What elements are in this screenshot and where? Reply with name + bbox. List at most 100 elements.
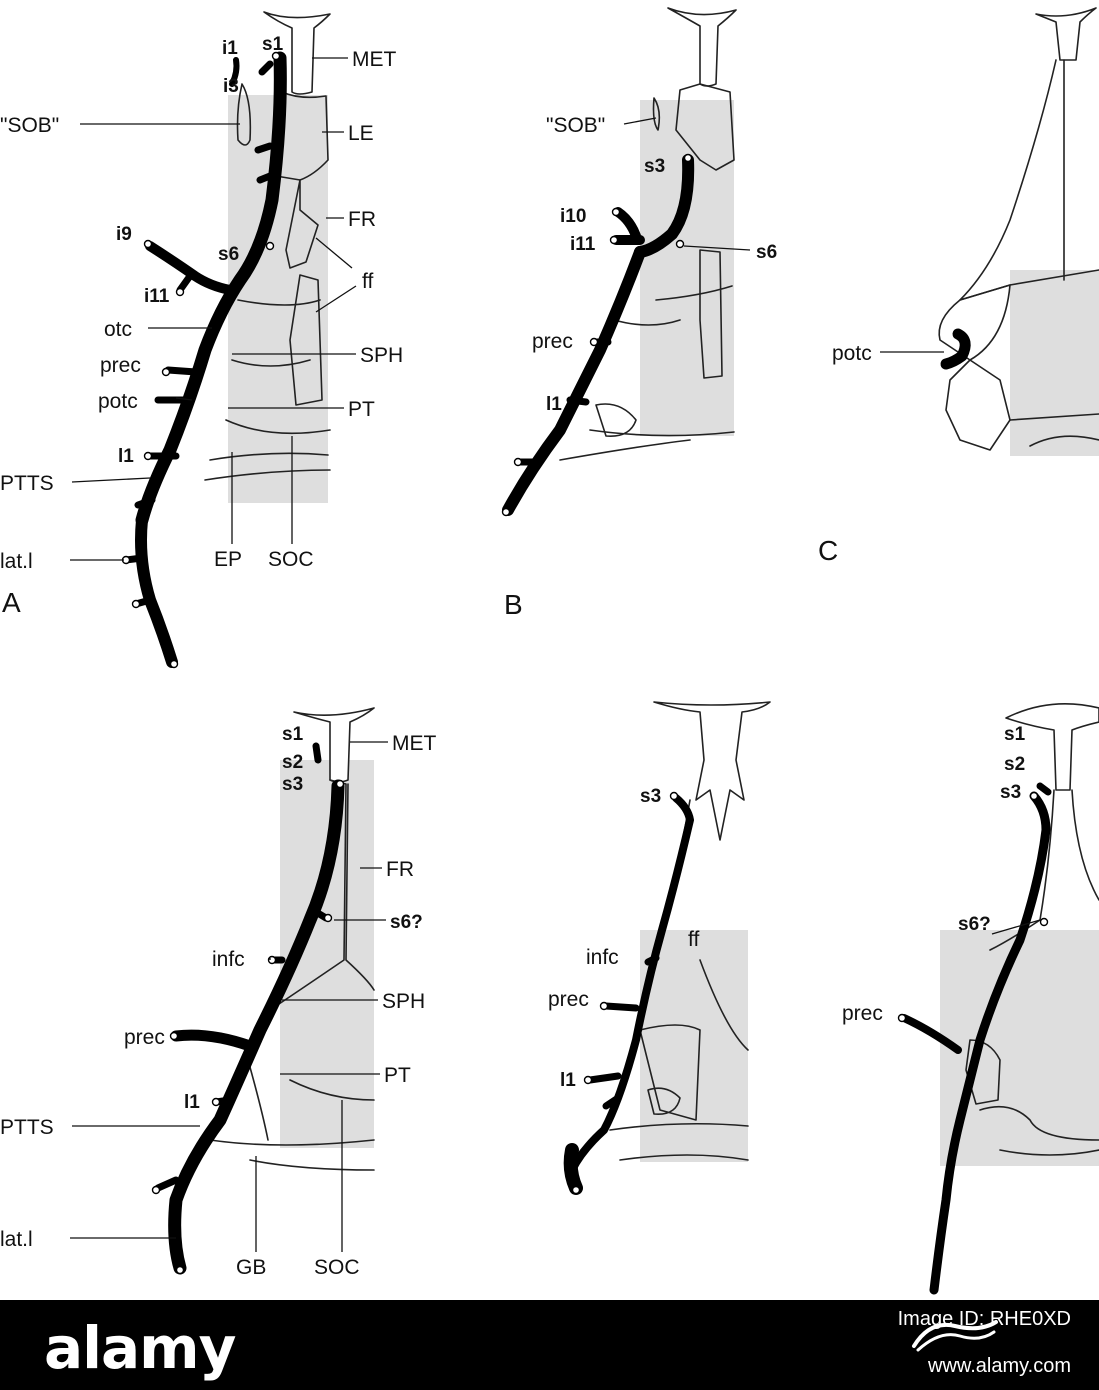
label-ptts-d: PTTS: [0, 1116, 54, 1139]
panel-e-pore: [571, 1185, 581, 1195]
panel-f-main-canal: [929, 791, 1051, 1295]
panel-a-pore: [161, 367, 171, 377]
panel-e-mesethmoid: [653, 701, 771, 841]
panel-e-main-canal: [568, 794, 694, 1174]
panel-f-pore: [1039, 917, 1049, 927]
panel-e-sphenotic: [639, 1024, 701, 1121]
label-s3-f: s3: [1000, 782, 1021, 803]
panel-b-leader-s6: [683, 245, 751, 251]
label-prec-d: prec: [124, 1026, 165, 1049]
alamy-logo-icon: [912, 1320, 998, 1352]
panel-a-canal-tubules: [122, 60, 274, 608]
panel-e-canal-tubules: [586, 954, 660, 1110]
label-soc-d: SOC: [314, 1256, 360, 1279]
panel-f-shading: [940, 930, 1099, 1166]
panel-a-pore: [169, 659, 179, 669]
label-s2-d: s2: [282, 752, 303, 773]
panel-d-canal-tubules: [154, 908, 330, 1192]
label-sph: SPH: [360, 344, 403, 367]
panel-a-supraorbital-canal: [135, 51, 287, 527]
label-otc: otc: [104, 318, 132, 341]
panel-d-pore: [335, 779, 345, 789]
panel-a-leader-potc: [175, 397, 193, 401]
panel-c-mesethmoid: [1035, 7, 1097, 61]
panel-d-main-canal: [168, 779, 345, 1275]
panel-d-suture-lines: [209, 1139, 375, 1171]
panel-b-mesethmoid: [667, 7, 737, 87]
label-i10-b: i10: [560, 206, 586, 227]
label-pt-d: PT: [384, 1064, 411, 1087]
panel-c-sphenotic: [938, 284, 1011, 361]
panel-a-lateral-ethmoid: [275, 91, 329, 181]
label-potc: potc: [98, 390, 138, 413]
label-i11: i11: [144, 286, 170, 307]
panel-b-leader-sob: [623, 117, 657, 125]
label-latl-d: lat.l: [0, 1228, 33, 1251]
panel-b-supraorbital: [652, 97, 661, 131]
label-prec-e: prec: [548, 988, 589, 1011]
label-gb-d: GB: [236, 1256, 266, 1279]
panel-e-pore: [583, 1075, 593, 1085]
panel-e-pterotic: [647, 1087, 681, 1115]
label-fr: FR: [348, 208, 376, 231]
panel-b-pore: [513, 457, 523, 467]
panel-d-drawing: s1 s2 s3 MET FR s6? infc SPH prec PT l1 …: [0, 707, 437, 1279]
panel-a-pore: [175, 287, 185, 297]
panel-a-leader-ff1: [315, 237, 353, 269]
panel-b-frontal-fenestra: [699, 249, 723, 379]
figure-plate: i1 i3 s1 MET LE "SOB" FR i9 s6 ff i11 ot…: [0, 7, 1099, 1295]
label-s1: s1: [262, 34, 284, 55]
panel-f-suture-lines: [979, 1105, 1099, 1156]
label-sob-b: "SOB": [546, 114, 605, 137]
panel-d-mesethmoid: [293, 707, 375, 783]
panel-a-supraorbital: [236, 83, 252, 146]
label-s1-d: s1: [282, 724, 304, 745]
panel-f-preopercular-branch: [900, 1014, 962, 1054]
label-sob: "SOB": [0, 114, 59, 137]
alamy-wordmark: alamy: [44, 1314, 236, 1382]
label-prec-f: prec: [842, 1002, 883, 1025]
label-pt: PT: [348, 398, 375, 421]
panel-label-a: A: [2, 587, 21, 618]
label-i3: i3: [223, 76, 239, 97]
panel-a-lateral-line: [135, 514, 178, 668]
label-s6: s6: [218, 244, 239, 265]
panel-a-suture-lines: [204, 299, 331, 481]
panel-c-suture-lines: [1009, 413, 1099, 447]
label-i11-b: i11: [570, 234, 596, 255]
panel-b-pterotic: [595, 403, 637, 437]
label-l1-d: l1: [184, 1092, 200, 1113]
panel-f-leader-s6q: [991, 919, 1041, 935]
panel-c-drawing: potc C: [818, 7, 1099, 566]
panel-d-pore: [169, 1031, 179, 1041]
label-met: MET: [352, 48, 397, 71]
panel-f-s1-s2-ossicle: [1036, 782, 1052, 796]
panel-b-pore: [501, 507, 511, 517]
label-s3-b: s3: [644, 156, 665, 177]
watermark-footer: alamy Image ID: RHE0XD www.alamy.com: [0, 1300, 1099, 1390]
label-s1-f: s1: [1004, 724, 1026, 745]
panel-f-frontal-outline: [989, 789, 1099, 951]
panel-e-lateral-line-end: [563, 1143, 583, 1195]
panel-e-pore: [599, 1001, 609, 1011]
panel-a-leader-ptts: [71, 477, 151, 483]
label-l1: l1: [118, 446, 134, 467]
label-ep: EP: [214, 548, 242, 571]
panel-label-b: B: [504, 589, 523, 620]
label-s2-f: s2: [1004, 754, 1025, 775]
label-ff-e: ff: [688, 928, 699, 951]
panel-d-pore: [151, 1185, 161, 1195]
panel-a-pore: [143, 451, 153, 461]
label-potc-c: potc: [832, 342, 872, 365]
panel-a-pore: [265, 241, 275, 251]
panel-e-drawing: s3 ff infc prec l1: [548, 701, 771, 1195]
panel-a-pore: [131, 599, 141, 609]
label-soc: SOC: [268, 548, 314, 571]
label-latl: lat.l: [0, 550, 33, 573]
panel-a-infraorbital-branch: [145, 241, 235, 295]
label-sph-d: SPH: [382, 990, 425, 1013]
panel-b-pore: [611, 207, 621, 217]
panel-b-supraorbital-canal: [634, 154, 695, 258]
panel-a-drawing: i1 i3 s1 MET LE "SOB" FR i9 s6 ff i11 ot…: [0, 11, 403, 669]
panel-b-infraorbital-branch: [611, 207, 645, 245]
